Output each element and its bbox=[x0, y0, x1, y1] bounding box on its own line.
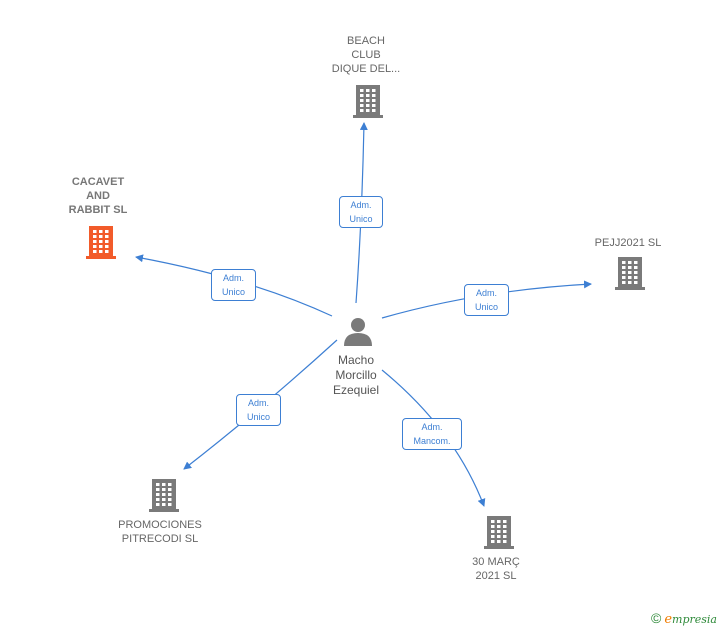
edge-label-beach: Adm. Unico bbox=[339, 196, 383, 228]
copyright-icon: © bbox=[651, 610, 662, 626]
building-icon-pejj[interactable] bbox=[615, 257, 645, 290]
company-label-cacavet[interactable]: CACAVET AND RABBIT SL bbox=[68, 176, 128, 216]
company-label-30marc[interactable]: 30 MARÇ 2021 SL bbox=[472, 556, 520, 582]
edge-label-cacavet: Adm. Unico bbox=[211, 269, 256, 301]
company-label-beach[interactable]: BEACH CLUB DIQUE DEL... bbox=[331, 35, 401, 75]
building-icon-beach[interactable] bbox=[353, 85, 383, 118]
person-icon[interactable] bbox=[344, 318, 372, 346]
building-icon-30marc[interactable] bbox=[484, 516, 514, 549]
edge-label-pejj: Adm. Unico bbox=[464, 284, 509, 316]
building-icon-promociones[interactable] bbox=[149, 479, 179, 512]
brand-logo: empresia bbox=[664, 612, 717, 627]
edge-label-promociones: Adm. Unico bbox=[236, 394, 281, 426]
building-icon-cacavet[interactable] bbox=[86, 226, 116, 259]
company-label-pejj[interactable]: PEJJ2021 SL bbox=[594, 237, 662, 249]
edge-label-30marc: Adm. Mancom. bbox=[402, 418, 462, 450]
person-label[interactable]: Macho Morcillo Ezequiel bbox=[332, 353, 380, 397]
footer-brand: ©empresia bbox=[651, 610, 717, 627]
company-label-promociones[interactable]: PROMOCIONES PITRECODI SL bbox=[118, 519, 202, 545]
